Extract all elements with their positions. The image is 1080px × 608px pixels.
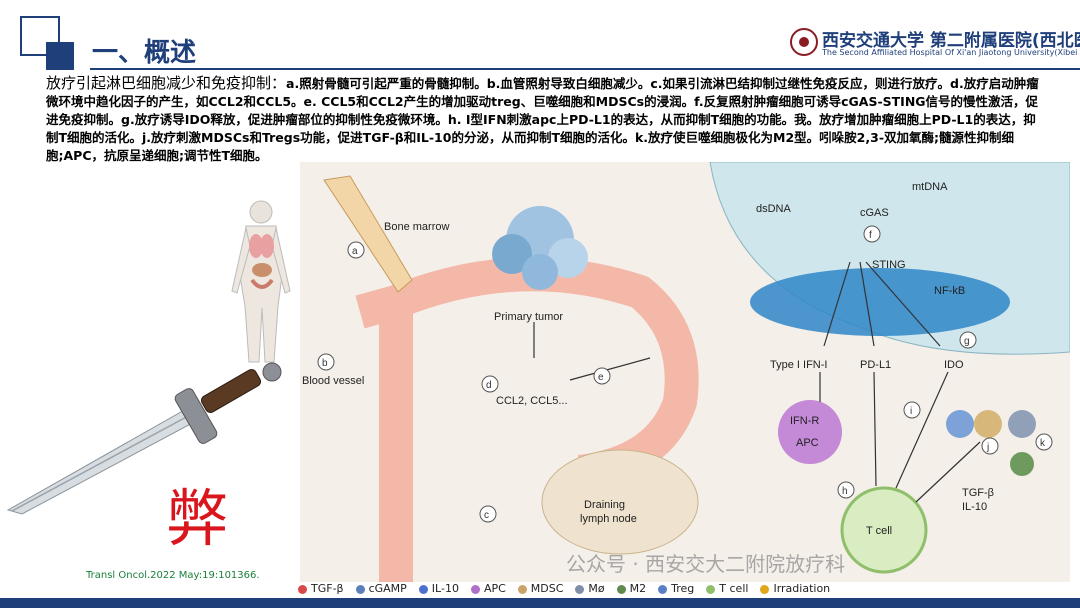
step-f: f <box>869 230 872 241</box>
label-nfkb: NF-kB <box>934 285 965 297</box>
intro-body: a.照射骨髓可引起严重的骨髓抑制。b.血管照射导致白细胞减少。c.如果引流淋巴结… <box>46 76 1039 163</box>
legend-item: MDSC <box>517 582 564 595</box>
legend-item: TGF-β <box>298 582 344 595</box>
legend-swatch <box>355 584 365 594</box>
label-sting: STING <box>872 259 906 271</box>
t-cell <box>840 486 928 574</box>
legend-swatch <box>760 584 770 594</box>
hospital-name-cn: 西安交通大学 第二附属医院(西北医院) <box>822 31 1080 51</box>
label-bone-marrow: Bone marrow <box>384 221 449 233</box>
label-apc: APC <box>796 437 819 449</box>
legend-label: cGAMP <box>368 582 407 595</box>
step-e: e <box>598 372 604 383</box>
label-il10: IL-10 <box>962 501 987 513</box>
intro-lead: 放疗引起淋巴细胞减少和免疫抑制： <box>46 74 287 92</box>
legend-label: Irradiation <box>773 582 831 595</box>
step-a: a <box>352 246 358 257</box>
legend-label: M2 <box>629 582 647 595</box>
m2-cell <box>1010 452 1034 476</box>
step-markers: a b c d e f g h i j k <box>317 225 1053 523</box>
pathway-arrows <box>533 261 981 503</box>
figure-legend: TGF-β cGAMP IL-10 APC MDSC Mø M2 Treg T cell Irra… <box>298 582 842 595</box>
blood-vessel-arc <box>389 257 699 489</box>
legend-label: MDSC <box>530 582 564 595</box>
step-i: i <box>910 406 912 417</box>
header-square-fill <box>46 42 74 70</box>
label-ifnr: IFN-R <box>790 415 819 427</box>
legend-swatch <box>470 584 480 594</box>
bottom-bar <box>0 598 1080 608</box>
legend-label: TGF-β <box>311 582 344 595</box>
legend-item: APC <box>470 582 506 595</box>
disadvantage-char: 弊 <box>166 482 229 555</box>
legend-item: IL-10 <box>418 582 459 595</box>
label-pdl1: PD-L1 <box>860 359 891 371</box>
legend-item: cGAMP <box>355 582 407 595</box>
header-divider <box>90 68 1080 70</box>
macrophage-cell <box>1008 410 1036 438</box>
legend-item: Mø <box>575 582 605 595</box>
label-tgf: TGF-β <box>962 487 994 499</box>
step-j: j <box>986 442 989 453</box>
mechanism-figure: Bone marrow Blood vessel Primary tumor C… <box>300 162 1070 582</box>
legend-item: M2 <box>616 582 647 595</box>
legend-item: Treg <box>658 582 694 595</box>
page-title: 一、概述 <box>92 38 197 68</box>
legend-label: APC <box>483 582 506 595</box>
label-ccl: CCL2, CCL5... <box>496 395 568 407</box>
label-draining: Draining <box>584 499 625 511</box>
lymph-node <box>541 449 699 555</box>
step-h: h <box>842 486 848 497</box>
legend-item: T cell <box>706 582 748 595</box>
mdsc-cell <box>974 410 1002 438</box>
legend-swatch <box>706 584 716 594</box>
label-dsdna: dsDNA <box>756 203 792 215</box>
step-b: b <box>322 358 328 369</box>
legend-swatch <box>517 584 527 594</box>
label-blood-vessel: Blood vessel <box>302 375 364 387</box>
step-c: c <box>484 510 489 521</box>
header-square-outline <box>20 16 60 56</box>
step-d: d <box>486 380 492 391</box>
intro-paragraph: 放疗引起淋巴细胞减少和免疫抑制：a.照射骨髓可引起严重的骨髓抑制。b.血管照射导… <box>46 74 1046 165</box>
human-body-icon <box>231 200 291 363</box>
citation: Transl Oncol.2022 May:19:101366. <box>86 570 260 581</box>
apc-cell <box>778 400 842 464</box>
hospital-seal-icon <box>790 28 818 56</box>
legend-label: IL-10 <box>431 582 459 595</box>
primary-tumor-cluster <box>492 206 588 290</box>
label-lymph-node: lymph node <box>580 513 637 525</box>
label-ido: IDO <box>944 359 964 371</box>
label-primary-tumor: Primary tumor <box>494 311 563 323</box>
legend-swatch <box>658 584 668 594</box>
watermark: 公众号 · 西安交大二附院放疗科 <box>566 552 846 576</box>
nucleus <box>750 268 1010 336</box>
legend-swatch <box>298 584 307 594</box>
step-k: k <box>1040 438 1046 449</box>
legend-item: Irradiation <box>760 582 830 595</box>
treg-cell <box>946 410 974 438</box>
legend-label: Mø <box>588 582 605 595</box>
legend-label: Treg <box>671 582 695 595</box>
legend-swatch <box>575 584 585 594</box>
label-tcell: T cell <box>866 525 892 537</box>
label-type1ifn: Type I IFN-I <box>770 359 827 371</box>
step-g: g <box>964 336 970 347</box>
legend-swatch <box>616 584 626 594</box>
label-mtdna: mtDNA <box>912 181 948 193</box>
legend-swatch <box>418 584 428 594</box>
blood-vessel-trunk <box>355 279 413 582</box>
hospital-logo: 西安交通大学 第二附属医院(西北医院) The Second Affiliate… <box>790 26 1080 62</box>
dagger-illustration <box>6 362 282 515</box>
legend-label: T cell <box>719 582 749 595</box>
label-cgas: cGAS <box>860 207 889 219</box>
hospital-name-en: The Second Affiliated Hospital Of Xi'an … <box>822 48 1080 57</box>
bone-shape <box>323 175 413 293</box>
